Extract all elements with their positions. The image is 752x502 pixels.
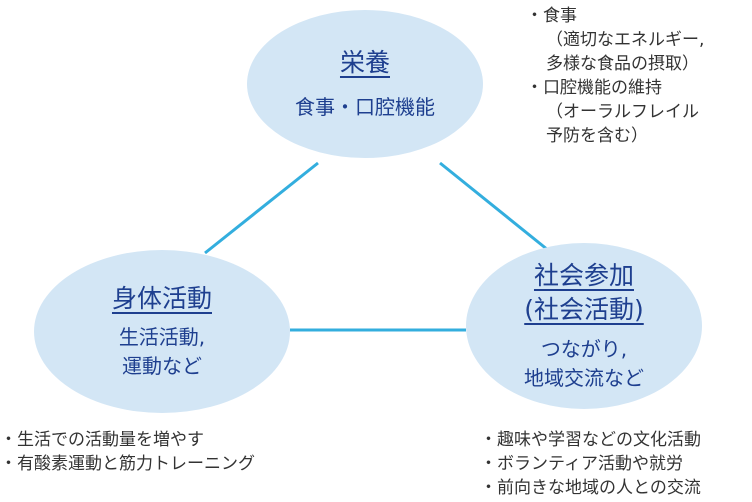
social-participation-title-line1: 社会参加 [533, 261, 634, 291]
connector-nutrition-social [439, 161, 549, 252]
social-participation-subtitle: つながり, 地域交流など [524, 335, 644, 393]
social-participation-note-item: ・ボランティア活動や就労 [480, 454, 683, 474]
physical-activity-title: 身体活動 [111, 283, 212, 313]
nutrition-note-detail: 予防を含む） [546, 126, 648, 146]
nutrition-note-item: ・口腔機能の維持 [526, 78, 662, 98]
social-participation-subtitle-line2: 地域交流など [524, 365, 644, 390]
social-participation-note-item: ・趣味や学習などの文化活動 [480, 430, 701, 450]
social-participation-notes: ・趣味や学習などの文化活動 ・ボランティア活動や就労 ・前向きな地域の人との交流 [480, 428, 701, 500]
social-participation-subtitle-line1: つながり, [540, 336, 628, 361]
physical-activity-notes: ・生活での活動量を増やす ・有酸素運動と筋力トレーニング [0, 428, 255, 476]
physical-activity-note-item: ・有酸素運動と筋力トレーニング [0, 454, 255, 474]
connector-nutrition-physical [204, 161, 319, 255]
nutrition-note-detail: （オーラルフレイル [546, 102, 699, 122]
nutrition-ellipse: 栄養 食事・口腔機能 [247, 10, 483, 158]
social-participation-note-item: ・前向きな地域の人との交流 [480, 478, 701, 498]
nutrition-note-detail: 多様な食品の摂取） [546, 54, 699, 74]
nutrition-note-item: ・食事 [526, 6, 577, 26]
nutrition-title: 栄養 [339, 47, 390, 77]
physical-activity-subtitle-line1: 生活活動, [118, 325, 206, 350]
physical-activity-subtitle-line2: 運動など [121, 354, 202, 379]
nutrition-note-detail: （適切なエネルギー, [546, 30, 705, 50]
nutrition-subtitle: 食事・口腔機能 [295, 95, 435, 120]
social-participation-ellipse: 社会参加 (社会活動) つながり, 地域交流など [466, 243, 702, 409]
physical-activity-ellipse: 身体活動 生活活動, 運動など [34, 250, 290, 413]
social-participation-title-line2: (社会活動) [524, 295, 644, 324]
physical-activity-subtitle: 生活活動, 運動など [119, 323, 205, 381]
nutrition-notes: ・食事 （適切なエネルギー, 多様な食品の摂取） ・口腔機能の維持 （オーラルフ… [526, 4, 704, 148]
physical-activity-note-item: ・生活での活動量を増やす [0, 430, 204, 450]
